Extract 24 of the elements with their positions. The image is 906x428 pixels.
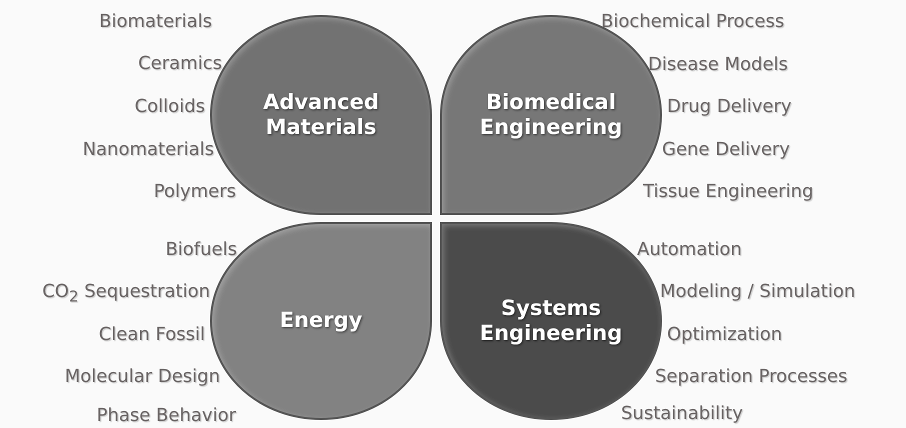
topic-text: Polymers [154,181,236,203]
topic-text: Biomaterials [99,11,212,33]
petal-title: Biomedical Engineering [478,90,624,140]
petal-title: Energy [280,308,362,334]
topic-text: Clean Fossil [98,324,205,346]
topic-text: Ceramics [138,53,222,75]
topic-text: Gene Delivery [662,139,790,161]
topic-text: Sustainability [621,403,743,425]
topic-text: Drug Delivery [667,96,792,118]
topic-text: Colloids [134,96,205,118]
topic-text: Biofuels [165,239,237,261]
topic-text: CO$_{2}$ Sequestration [42,281,210,308]
topic-text: Molecular Design [64,366,220,388]
topic-text: Separation Processes [655,366,848,388]
petal-title: Advanced Materials [262,90,380,140]
topic-text: Optimization [667,324,782,346]
topic-text: Phase Behavior [96,405,236,427]
topic-text: Disease Models [648,54,788,76]
topic-text: Automation [637,239,742,261]
topic-text: Tissue Engineering [643,181,814,203]
petal-title: Systems Engineering [478,296,624,346]
topic-text: Biochemical Process [601,11,784,33]
topic-text: Modeling / Simulation [660,281,856,303]
topic-text: Nanomaterials [82,139,214,161]
